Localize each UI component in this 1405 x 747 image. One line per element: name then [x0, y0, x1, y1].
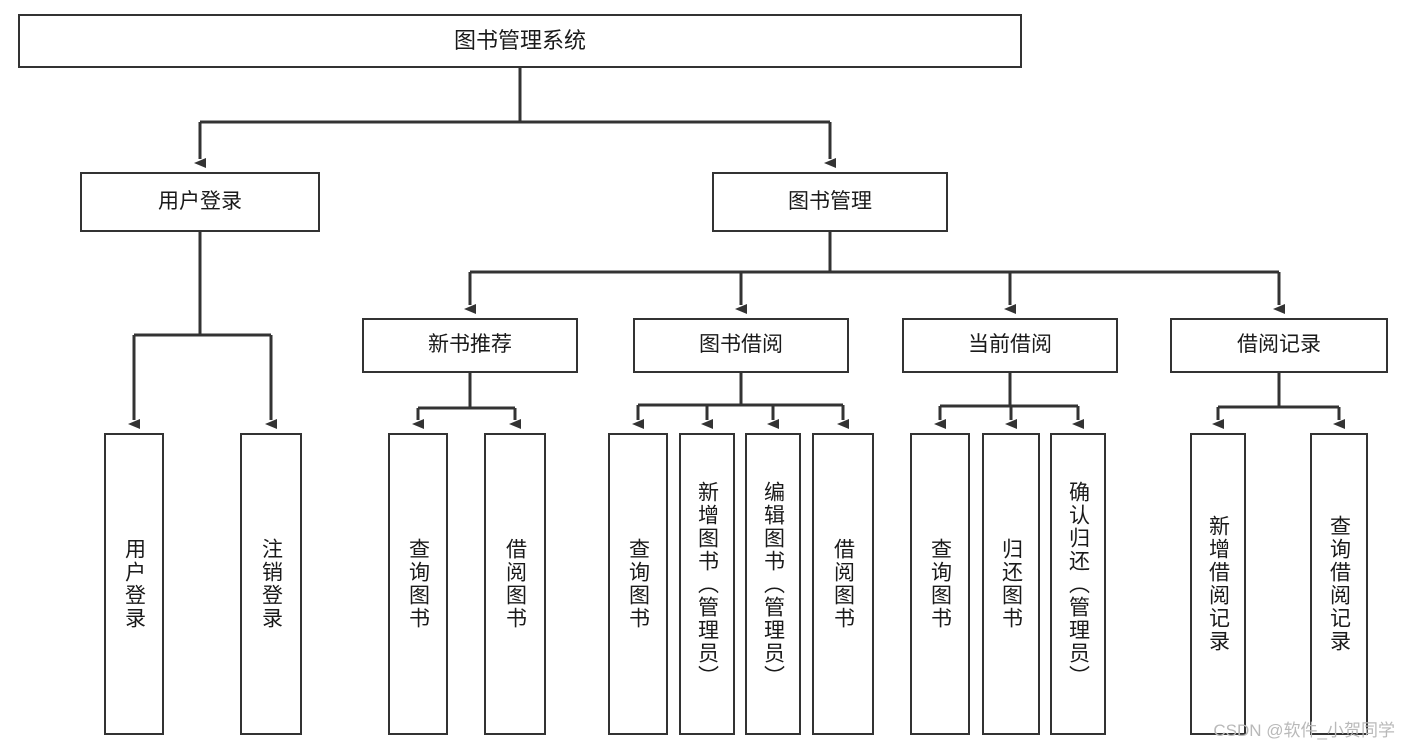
- leaf-leaf-borrow-book-1-label: 借阅图书: [503, 538, 527, 630]
- leaf-leaf-query-record[interactable]: 查询借阅记录: [1310, 433, 1368, 735]
- leaf-leaf-return-book[interactable]: 归还图书: [982, 433, 1040, 735]
- leaf-leaf-edit-book[interactable]: 编辑图书（管理员）: [745, 433, 801, 735]
- node-user-login-label: 用户登录: [158, 189, 242, 213]
- leaf-leaf-add-book[interactable]: 新增图书（管理员）: [679, 433, 735, 735]
- leaf-leaf-borrow-book-2[interactable]: 借阅图书: [812, 433, 874, 735]
- node-borrow-record-label: 借阅记录: [1237, 333, 1321, 357]
- leaf-leaf-return-book-label: 归还图书: [999, 538, 1023, 630]
- node-user-login[interactable]: 用户登录: [80, 172, 320, 232]
- leaf-leaf-add-record[interactable]: 新增借阅记录: [1190, 433, 1246, 735]
- leaf-leaf-confirm-return-label: 确认归还（管理员）: [1066, 480, 1090, 688]
- node-book-borrow-label: 图书借阅: [699, 333, 783, 357]
- node-book-borrow[interactable]: 图书借阅: [633, 318, 849, 373]
- node-root-label: 图书管理系统: [453, 28, 586, 54]
- leaf-leaf-logout[interactable]: 注销登录: [240, 433, 302, 735]
- leaf-leaf-query-book-1[interactable]: 查询图书: [388, 433, 448, 735]
- node-current-borrow[interactable]: 当前借阅: [902, 318, 1118, 373]
- leaf-leaf-query-book-2[interactable]: 查询图书: [608, 433, 668, 735]
- node-current-borrow-label: 当前借阅: [968, 333, 1052, 357]
- node-new-book-recommend-label: 新书推荐: [428, 333, 512, 357]
- leaf-leaf-add-book-label: 新增图书（管理员）: [695, 480, 719, 688]
- watermark: CSDN @软件_小贺同学: [1213, 721, 1395, 740]
- node-book-manage[interactable]: 图书管理: [712, 172, 948, 232]
- node-borrow-record[interactable]: 借阅记录: [1170, 318, 1388, 373]
- node-root[interactable]: 图书管理系统: [18, 14, 1022, 68]
- leaf-leaf-edit-book-label: 编辑图书（管理员）: [761, 480, 785, 688]
- leaf-leaf-logout-label: 注销登录: [259, 538, 283, 630]
- leaf-leaf-query-record-label: 查询借阅记录: [1327, 515, 1351, 653]
- node-book-manage-label: 图书管理: [788, 189, 872, 213]
- leaf-leaf-user-login[interactable]: 用户登录: [104, 433, 164, 735]
- leaf-leaf-query-book-1-label: 查询图书: [406, 538, 430, 630]
- node-new-book-recommend[interactable]: 新书推荐: [362, 318, 578, 373]
- leaf-leaf-confirm-return[interactable]: 确认归还（管理员）: [1050, 433, 1106, 735]
- leaf-leaf-borrow-book-2-label: 借阅图书: [831, 538, 855, 630]
- leaf-leaf-add-record-label: 新增借阅记录: [1206, 515, 1230, 653]
- leaf-leaf-borrow-book-1[interactable]: 借阅图书: [484, 433, 546, 735]
- leaf-leaf-query-book-3[interactable]: 查询图书: [910, 433, 970, 735]
- leaf-leaf-user-login-label: 用户登录: [122, 538, 146, 630]
- leaf-leaf-query-book-3-label: 查询图书: [928, 538, 952, 630]
- leaf-leaf-query-book-2-label: 查询图书: [626, 538, 650, 630]
